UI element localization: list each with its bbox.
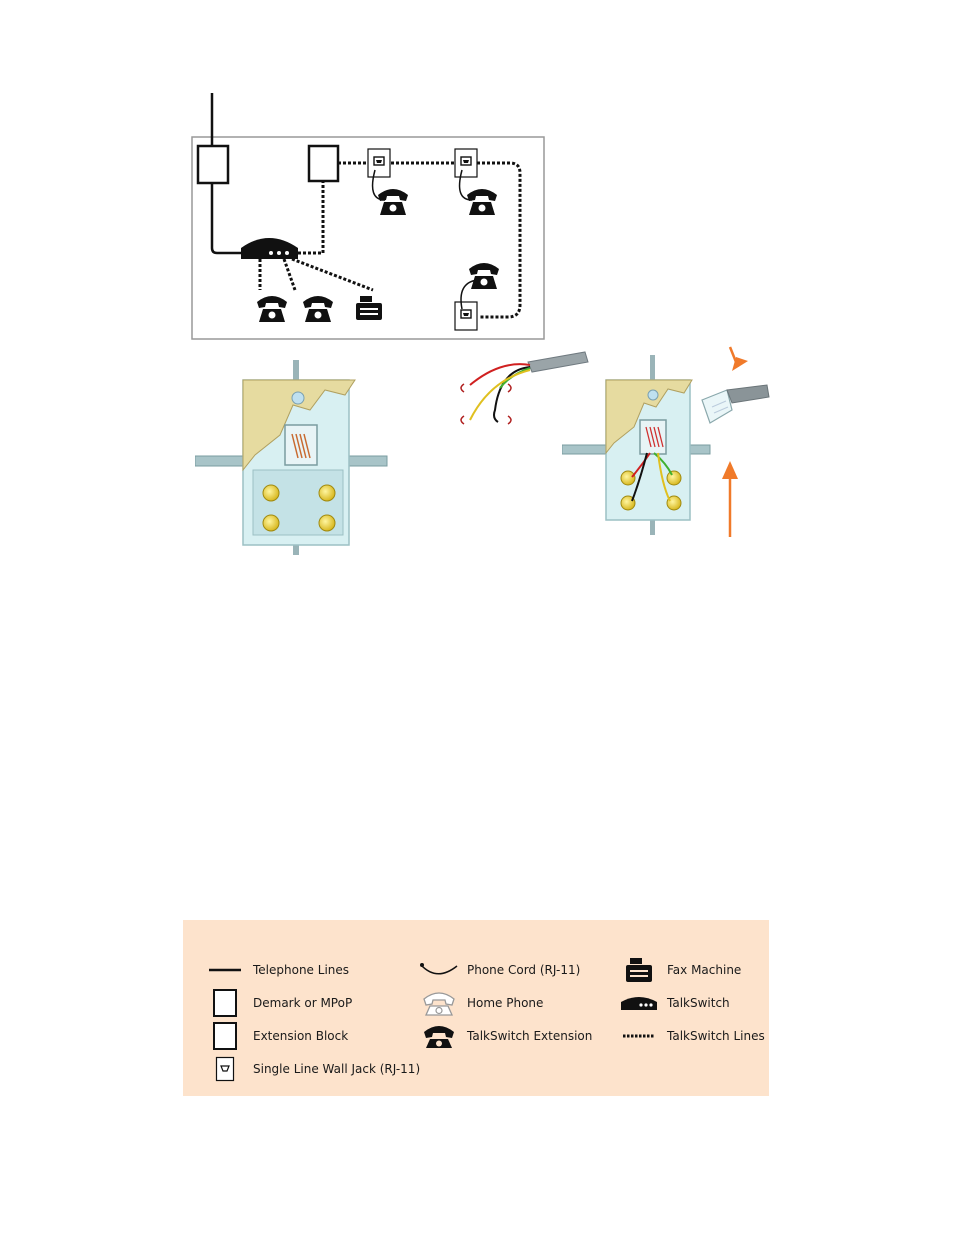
- extension-block: [309, 146, 338, 181]
- solid-line-icon: [205, 953, 245, 987]
- legend-item-fax: Fax Machine: [619, 953, 741, 987]
- talkswitch-unit-icon: [619, 986, 659, 1020]
- demark-box: [198, 146, 228, 183]
- demark-box-icon: [205, 986, 245, 1020]
- legend-label: Single Line Wall Jack (RJ-11): [253, 1062, 420, 1076]
- home-phone-icon: [419, 986, 459, 1020]
- phone-cord-icon: [419, 953, 459, 987]
- wiring-diagram: [185, 88, 550, 343]
- wall-jack-illustration-left: [195, 360, 390, 555]
- legend-item-talkswitch: TalkSwitch: [619, 986, 730, 1020]
- legend-item-wall-jack: Single Line Wall Jack (RJ-11): [205, 1052, 420, 1086]
- legend-item-extension-block: Extension Block: [205, 1019, 348, 1053]
- legend-label: Extension Block: [253, 1029, 348, 1043]
- wall-jack-illustration-right: [562, 345, 777, 540]
- fax-icon: [619, 953, 659, 987]
- rj11-plug: [702, 385, 769, 423]
- legend-label: Fax Machine: [667, 963, 741, 977]
- legend-item-home-phone: Home Phone: [419, 986, 543, 1020]
- legend-item-talkswitch-lines: TalkSwitch Lines: [619, 1019, 765, 1053]
- legend-item-demark: Demark or MPoP: [205, 986, 352, 1020]
- wall-jack: [455, 149, 477, 177]
- wall-jack: [455, 302, 477, 330]
- legend-label: Home Phone: [467, 996, 543, 1010]
- extension-block-icon: [205, 1019, 245, 1053]
- legend-item-talkswitch-extension: TalkSwitch Extension: [419, 1019, 592, 1053]
- legend-label: TalkSwitch Extension: [467, 1029, 592, 1043]
- legend-label: TalkSwitch Lines: [667, 1029, 765, 1043]
- dotted-line-icon: [619, 1019, 659, 1053]
- legend: Telephone Lines Demark or MPoP Extension…: [183, 920, 769, 1096]
- talkswitch-phone-icon: [419, 1019, 459, 1053]
- legend-label: Telephone Lines: [253, 963, 349, 977]
- legend-label: Phone Cord (RJ-11): [467, 963, 580, 977]
- legend-item-phone-cord: Phone Cord (RJ-11): [419, 953, 580, 987]
- insert-arrow-icon: [730, 347, 748, 371]
- legend-label: Demark or MPoP: [253, 996, 352, 1010]
- insert-arrow-icon: [722, 461, 738, 537]
- legend-item-telephone-lines: Telephone Lines: [205, 953, 349, 987]
- wall-jack-icon: [205, 1052, 245, 1086]
- wall-jack: [368, 149, 390, 177]
- legend-label: TalkSwitch: [667, 996, 730, 1010]
